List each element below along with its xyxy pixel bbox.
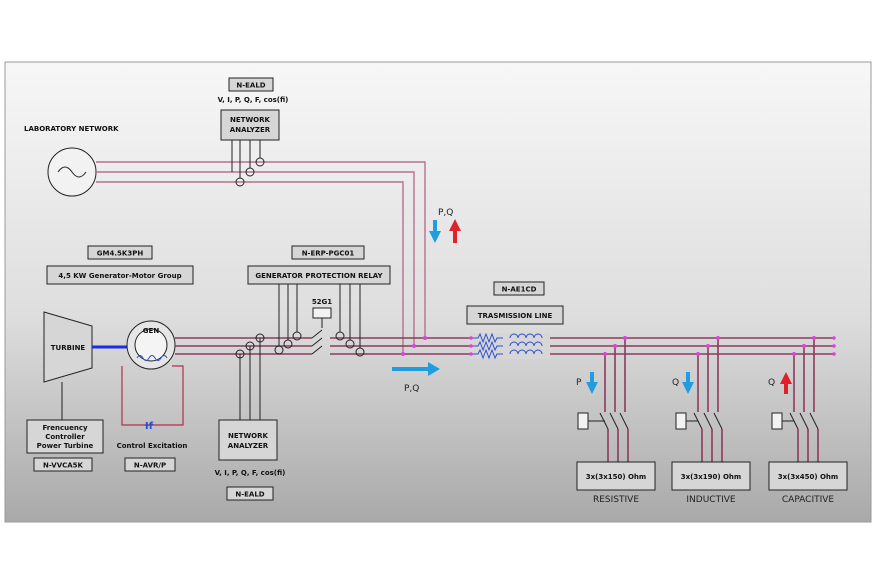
load-resistive-value: 3x(3x150) Ohm [586,473,646,481]
load-resistive-name: RESISTIVE [593,495,639,505]
analyzer-bottom-wiring [235,333,265,420]
diagram-panel [4,61,872,523]
analyzer-top-code-box [228,77,274,92]
excitation-symbol-icon: Ɨf [145,421,154,432]
protection-relay-code: N-ERP-PGC01 [302,250,355,258]
analyzer-top-wiring [231,140,265,187]
analyzer-bottom-box [218,419,278,461]
generator-label: GEN [143,327,160,335]
protection-relay-box [247,265,391,285]
analyzer-top-code: N-EALD [236,82,265,90]
frequency-controller-line1: Frencuency [42,424,88,432]
grid-bus [96,161,426,354]
generator-group-description-box [46,265,194,285]
load-inductive [675,336,723,462]
transmission-line-title: TRASMISSION LINE [478,312,553,320]
power-flow-gen-label: P,Q [404,384,419,394]
load-resistive-box [576,461,656,491]
transmission-line-code-box [493,281,545,296]
load-resistive-flow-label: P [576,378,582,388]
load-resistive-contactor-coil-icon [577,412,589,430]
analyzer-top-title-1: NETWORK [230,116,270,124]
excitation-code: N-AVR/P [134,462,166,470]
excitation-code-box [124,457,176,472]
laboratory-network-label: LABORATORY NETWORK [24,125,119,133]
protection-relay-code-box [291,245,365,260]
load-capacitive-arrow-up-icon [780,372,792,394]
load-resistive [577,336,629,462]
load-capacitive [771,336,819,462]
load-capacitive-box [768,461,848,491]
grid-arrow-down-icon [429,220,441,243]
load-capacitive-flow-label: Q [768,378,775,388]
frequency-controller-box [26,419,104,454]
grid-tie-nodes [401,336,427,356]
generator-icon [126,320,176,370]
load-capacitive-value: 3x(3x450) Ohm [778,473,838,481]
excitation-label: Control Excitation [117,442,188,450]
power-flow-grid-label: P,Q [438,208,453,218]
load-inductive-contactor-coil-icon [675,412,687,430]
analyzer-bottom-title-1: NETWORK [228,432,268,440]
transmission-line-box [466,305,564,325]
bus-end-nodes [832,336,836,356]
analyzer-top-title-2: ANALYZER [230,126,271,134]
breaker-label: 52G1 [312,298,332,306]
frequency-controller-code-box [33,457,93,472]
laboratory-network-source [47,147,97,197]
analyzer-top-box [220,109,280,141]
load-capacitive-name: CAPACITIVE [782,495,835,505]
protection-relay-wiring [274,284,365,357]
analyzer-bottom-code: N-EALD [235,491,264,499]
frequency-controller-code: N-VVCA5K [43,462,84,470]
load-resistive-arrow-down-icon [586,372,598,394]
generator-flow-arrow-icon [392,362,440,376]
breaker-switch-icon [311,318,323,355]
turbine-label: TURBINE [51,344,86,352]
load-inductive-value: 3x(3x190) Ohm [681,473,741,481]
analyzer-bottom-code-box [226,486,274,501]
grid-arrow-up-icon [449,219,461,243]
load-inductive-flow-label: Q [672,378,679,388]
transmission-line-impedance-icon [469,332,550,360]
breaker-coil-icon [312,307,332,319]
frequency-controller-line2: Controller [45,433,85,441]
turbine-icon [43,311,93,383]
protection-relay-title: GENERATOR PROTECTION RELAY [255,272,383,280]
analyzer-bottom-title-2: ANALYZER [228,442,269,450]
frequency-controller-line3: Power Turbine [37,442,94,450]
load-inductive-box [671,461,751,491]
load-inductive-arrow-down-icon [682,372,694,394]
analyzer-top-measures: V, I, P, Q, F, cos(fi) [218,96,289,104]
generator-group-code: GM4.5K3PH [97,250,144,258]
excitation-loop [121,365,184,426]
generator-group-description: 4,5 KW Generator-Motor Group [58,272,181,280]
generator-group-code-box [87,245,153,260]
transmission-line-code: N-AE1CD [502,286,537,294]
load-inductive-name: INDUCTIVE [686,495,735,505]
analyzer-bottom-measures: V, I, P, Q, F, cos(fi) [215,469,286,477]
load-capacitive-contactor-coil-icon [771,412,783,430]
